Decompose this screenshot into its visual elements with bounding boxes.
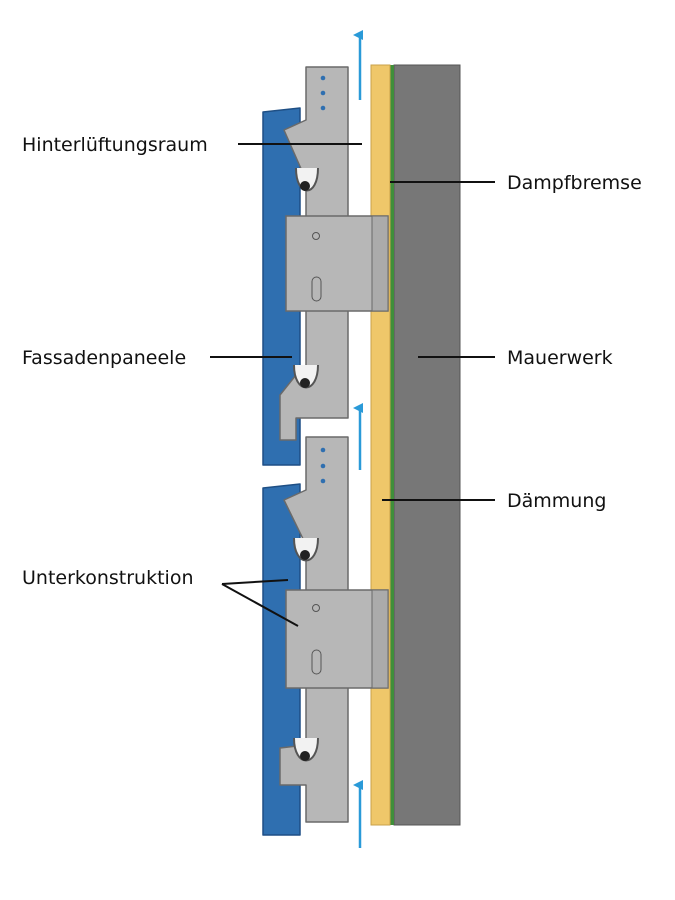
bracket-lower bbox=[285, 589, 389, 689]
bracket-lower-hole bbox=[312, 604, 320, 612]
label-daemmung: Dämmung bbox=[507, 490, 606, 512]
insulation-layer bbox=[370, 64, 391, 826]
leader-unterkonstruktion-2 bbox=[221, 583, 299, 627]
bracket-upper bbox=[285, 215, 389, 312]
clip-hook-4 bbox=[293, 737, 319, 762]
profile-rivets bbox=[320, 75, 326, 484]
label-unterkonstruktion: Unterkonstruktion bbox=[22, 567, 194, 589]
label-fassadenpaneele: Fassadenpaneele bbox=[22, 347, 186, 369]
vapor-barrier bbox=[390, 65, 394, 825]
leader-unterkonstruktion-1 bbox=[221, 579, 289, 585]
clip-hook-3 bbox=[293, 537, 319, 562]
bracket-lower-slot bbox=[311, 649, 322, 675]
clip-hook-1 bbox=[295, 167, 319, 192]
leader-lines bbox=[210, 143, 495, 627]
bracket-upper-slot bbox=[311, 276, 322, 302]
bracket-upper-hole bbox=[312, 232, 320, 240]
label-hinterlueftungsraum: Hinterlüftungsraum bbox=[22, 134, 208, 156]
label-dampfbremse: Dampfbremse bbox=[507, 172, 642, 194]
clip-hook-2 bbox=[293, 364, 319, 389]
bracket-upper-flange bbox=[371, 215, 389, 312]
masonry-wall bbox=[393, 64, 461, 826]
bracket-lower-flange bbox=[371, 589, 389, 689]
label-mauerwerk: Mauerwerk bbox=[507, 347, 613, 369]
facade-panel-upper bbox=[262, 107, 301, 466]
